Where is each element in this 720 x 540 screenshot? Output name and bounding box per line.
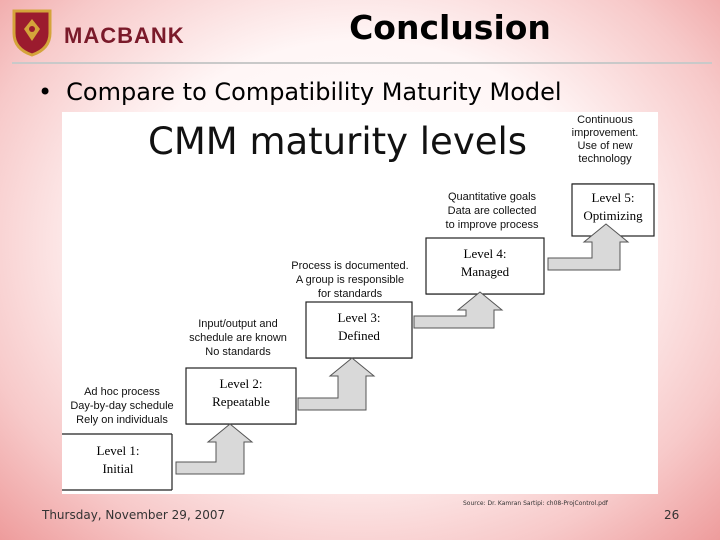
note-line: Use of new [577, 140, 632, 152]
level-box-4: Level 4: Managed [425, 237, 545, 295]
level-box-2: Level 2: Repeatable [185, 367, 297, 425]
note-line: for standards [318, 288, 383, 300]
level-box-3: Level 3: Defined [305, 301, 413, 359]
note-line: improvement. [572, 127, 639, 139]
level-4-notes: Quantitative goals Data are collected to… [446, 191, 539, 231]
level-box-1: Level 1: Initial [62, 433, 173, 490]
note-line: Ad hoc process [84, 386, 160, 398]
level-2-name: Level 2: [220, 376, 263, 391]
level-5-notes: Continuous improvement. Use of new techn… [572, 114, 639, 165]
step-arrow-3 [413, 291, 504, 329]
step-arrow-4 [547, 223, 630, 271]
note-line: Rely on individuals [76, 414, 168, 426]
note-line: No standards [205, 346, 271, 358]
level-1-subtitle: Initial [102, 461, 133, 476]
bullet-text: Compare to Compatibility Maturity Model [66, 78, 562, 106]
bullet-marker: • [38, 78, 53, 106]
logo-text: MACBANK [64, 23, 185, 48]
level-2-subtitle: Repeatable [212, 394, 270, 409]
note-line: Data are collected [448, 205, 537, 217]
note-line: to improve process [446, 219, 539, 231]
level-5-subtitle: Optimizing [583, 208, 643, 223]
level-3-subtitle: Defined [338, 328, 380, 343]
figure-heading: CMM maturity levels [148, 120, 527, 163]
level-4-subtitle: Managed [461, 264, 510, 279]
note-line: Input/output and [198, 318, 278, 330]
level-1-notes: Ad hoc process Day-by-day schedule Rely … [70, 386, 173, 426]
title-divider [12, 62, 712, 64]
level-3-name: Level 3: [338, 310, 381, 325]
note-line: schedule are known [189, 332, 287, 344]
note-line: technology [578, 153, 632, 165]
slide-title: Conclusion [349, 8, 551, 47]
step-arrow-1 [175, 423, 254, 475]
level-1-name: Level 1: [97, 443, 140, 458]
level-2-notes: Input/output and schedule are known No s… [189, 318, 287, 358]
bullet-item: • Compare to Compatibility Maturity Model [38, 78, 562, 106]
level-3-notes: Process is documented. A group is respon… [291, 260, 408, 300]
page-number: 26 [664, 508, 680, 522]
note-line: Day-by-day schedule [70, 400, 173, 412]
footer-source: Source: Dr. Kamran Sartipi: ch08-ProjCon… [463, 500, 608, 507]
level-4-name: Level 4: [464, 246, 507, 261]
cmm-figure: CMM maturity levels Level 1: Initial Lev… [62, 112, 658, 494]
footer-date: Thursday, November 29, 2007 [42, 508, 226, 522]
level-box-5: Level 5: Optimizing [571, 183, 655, 237]
macbank-logo: MACBANK [10, 7, 185, 57]
note-line: Process is documented. [291, 260, 408, 272]
crest-icon [12, 9, 52, 57]
step-arrow-2 [297, 357, 376, 411]
level-5-name: Level 5: [592, 190, 635, 205]
note-line: Quantitative goals [448, 191, 537, 203]
note-line: Continuous [577, 114, 633, 126]
note-line: A group is responsible [296, 274, 404, 286]
